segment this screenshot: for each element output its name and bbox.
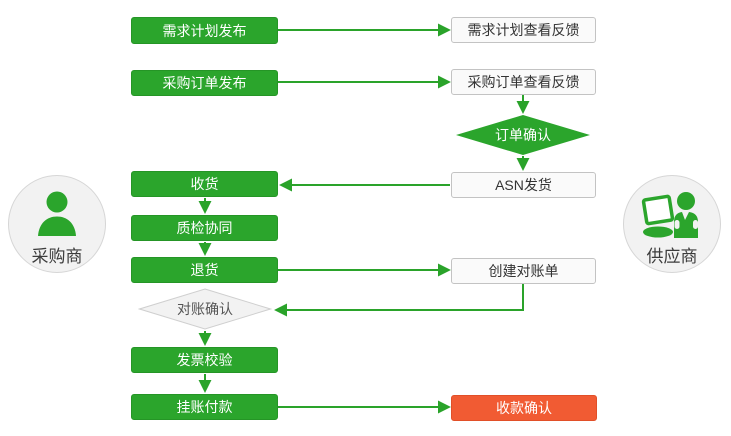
node-label: 退货 (190, 262, 219, 278)
node-label: 需求计划查看反馈 (467, 22, 580, 38)
node-label: 对账确认 (177, 301, 233, 317)
supplier-avatar: 供应商 (623, 175, 721, 273)
node-label: 创建对账单 (488, 263, 559, 279)
buyer-label: 采购商 (31, 247, 83, 266)
node-label: 收款确认 (496, 400, 552, 416)
diamond-shape (456, 115, 590, 155)
node-order-confirm-decision: 订单确认 (456, 115, 590, 155)
node-asn-ship: ASN发货 (451, 172, 596, 198)
node-label: 订单确认 (495, 127, 551, 143)
node-purchase-order-feedback: 采购订单查看反馈 (451, 69, 596, 95)
node-label: ASN发货 (495, 177, 552, 193)
person-icon (33, 188, 81, 240)
node-invoice-verify: 发票校验 (131, 347, 278, 373)
node-label: 需求计划发布 (162, 22, 247, 39)
person-laptop-icon (641, 188, 703, 240)
supplier-label: 供应商 (646, 247, 698, 266)
node-label: 发票校验 (176, 352, 233, 368)
node-label: 采购订单查看反馈 (467, 74, 580, 90)
node-label: 采购订单发布 (162, 75, 247, 91)
arrow-statement-to-reconcile (274, 284, 524, 317)
node-label: 质检协同 (176, 220, 233, 236)
node-purchase-order-publish: 采购订单发布 (131, 70, 278, 96)
node-reconcile-confirm-decision: 对账确认 (138, 288, 272, 330)
node-demand-plan-publish: 需求计划发布 (131, 17, 278, 44)
node-label: 挂账付款 (176, 399, 233, 415)
node-create-statement: 创建对账单 (451, 258, 596, 284)
node-payment-confirm: 收款确认 (451, 395, 597, 421)
node-book-payment: 挂账付款 (131, 394, 278, 420)
buyer-avatar: 采购商 (8, 175, 106, 273)
diamond-shape (138, 288, 272, 330)
node-demand-plan-feedback: 需求计划查看反馈 (451, 17, 596, 43)
node-label: 收货 (190, 176, 219, 192)
node-receive-goods: 收货 (131, 171, 278, 197)
node-return-goods: 退货 (131, 257, 278, 283)
node-quality-collab: 质检协同 (131, 215, 278, 241)
